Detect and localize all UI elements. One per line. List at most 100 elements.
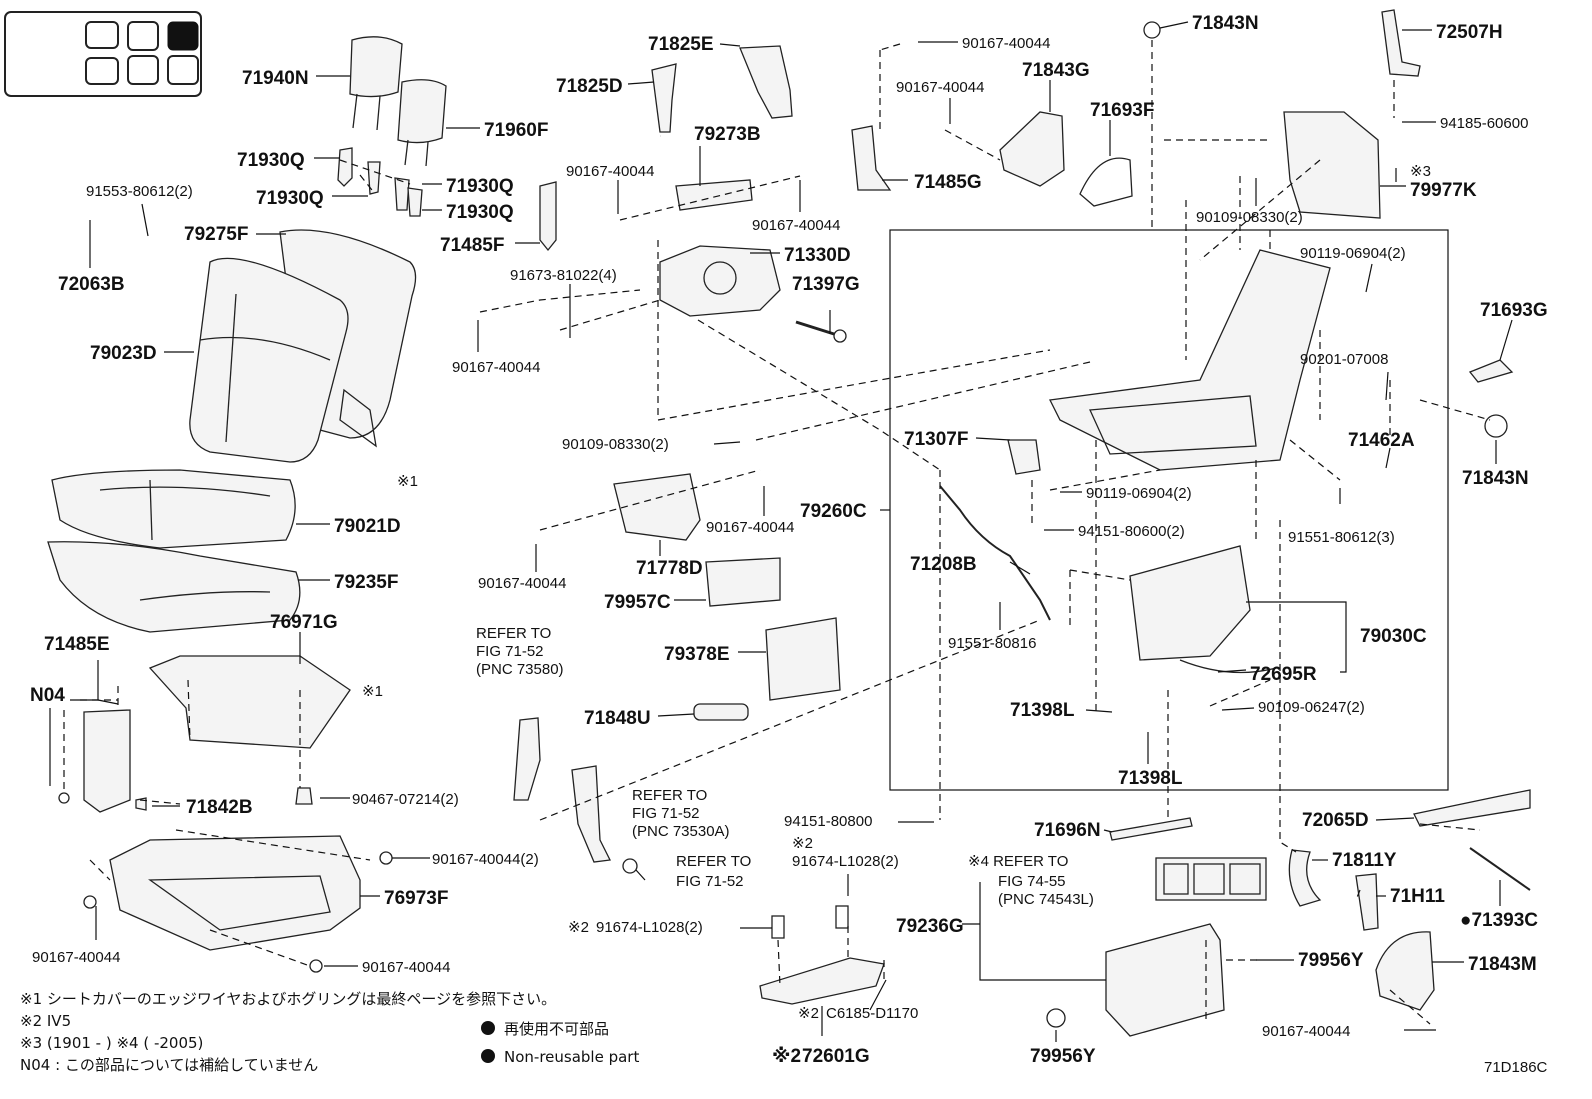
cover-79273B [675, 179, 753, 211]
refer-fig-71-52-a: REFER TO [476, 625, 551, 642]
label-71960F: 71960F [484, 120, 548, 141]
seat-cushion-under-76971G [148, 655, 351, 749]
label-90167-40044-2: 90167-40044(2) [432, 851, 539, 868]
label-90119-06904: 90119-06904(2) [1086, 485, 1192, 502]
part-labels: 71940N 71960F 71930Q 71930Q 71930Q 71930… [30, 13, 1548, 1067]
refer-fig-71-52-c: REFER TO [676, 853, 751, 870]
clip-71843N-top [1143, 21, 1161, 39]
label-71208B: 71208B [910, 554, 977, 575]
label-72063B: 72063B [58, 274, 125, 295]
bracket-72601G [759, 905, 885, 1005]
refer-fig-71-52-b: FIG 71-52 [632, 805, 700, 822]
label-90167-40044: 90167-40044 [362, 959, 450, 976]
label-91673-81022: 91673-81022(4) [510, 267, 617, 284]
label-90167-40044: 90167-40044 [32, 949, 120, 966]
label-71843M: 71843M [1468, 954, 1537, 975]
refer-fig-71-52-c: FIG 71-52 [676, 873, 744, 890]
rod-71696N [1109, 817, 1193, 841]
footnote-2: ※2 IV5 [20, 1012, 71, 1030]
non-reusable-bullet-icon [481, 1021, 495, 1035]
label-91674-L1028: 91674-L1028(2) [792, 853, 899, 870]
refer-fig-74-55: (PNC 74543L) [998, 891, 1094, 908]
bracket-71485F [539, 181, 557, 252]
label-91551-80816: 91551-80816 [948, 635, 1036, 652]
label-90167-40044: 90167-40044 [1262, 1023, 1350, 1040]
cover-71693G [1468, 359, 1514, 383]
cable-71208B [939, 485, 1051, 621]
bracket-71485E [58, 709, 313, 813]
label-90167-40044: 90167-40044 [962, 35, 1050, 52]
seatback-pad-79023D [189, 257, 349, 463]
legend-jp: 再使用不可部品 [504, 1020, 609, 1038]
label-71307F: 71307F [904, 429, 968, 450]
label-71825D: 71825D [556, 76, 623, 97]
refer-fig-74-55: FIG 74-55 [998, 873, 1066, 890]
star-note-1: ※1 [362, 683, 383, 700]
footnote-1: ※1 シートカバーのエッジワイヤおよびホグリングは最終ページを参照下さい。 [20, 990, 556, 1008]
label-91551-80612: 91551-80612(3) [1288, 529, 1395, 546]
label-79236G: 79236G [896, 916, 964, 937]
label-79260C: 79260C [800, 501, 867, 522]
label-76973F: 76973F [384, 888, 448, 909]
label-90167-40044: 90167-40044 [478, 575, 566, 592]
seat-cushion-79021D [51, 469, 296, 549]
cable-71393C [1469, 847, 1531, 891]
cover-71811Y [1288, 849, 1322, 907]
bracket-72507H [1381, 9, 1421, 77]
label-90167-40044: 90167-40044 [706, 519, 794, 536]
seat-position-icon [4, 11, 202, 97]
label-90109-06247: 90109-06247(2) [1258, 699, 1365, 716]
figure-code: 71D186C [1484, 1059, 1548, 1076]
footnote-3: ※3 (1901 - ) ※4 ( -2005) [20, 1034, 203, 1052]
clip-79956Y [1046, 1008, 1066, 1028]
cover-71693F [1079, 157, 1133, 207]
cover-71848U [693, 703, 749, 721]
label-71843N: 71843N [1462, 468, 1529, 489]
cover-79957C [705, 557, 781, 607]
seat-cushion-pad-79235F [47, 541, 301, 633]
star-note-1: ※1 [397, 473, 418, 490]
label-71330D: 71330D [784, 245, 851, 266]
label-71485F: 71485F [440, 235, 504, 256]
bracket-71307F [1007, 439, 1041, 475]
label-79275F: 79275F [184, 224, 248, 245]
label-79021D: 79021D [334, 516, 401, 537]
cover-71825D [651, 63, 677, 133]
label-79030C: 79030C [1360, 626, 1427, 647]
adjuster-79030C [1129, 545, 1277, 674]
label-71811Y: 71811Y [1332, 850, 1397, 871]
headrest-71960F [397, 79, 447, 167]
cover-71778D [613, 473, 701, 541]
label-71693F: 71693F [1090, 100, 1154, 121]
panel-79378E [765, 617, 841, 701]
label-79023D: 79023D [90, 343, 157, 364]
refer-fig-74-55: ※4 REFER TO [968, 853, 1068, 870]
label-72507H: 72507H [1436, 22, 1503, 43]
label-90167-40044: 90167-40044 [452, 359, 540, 376]
label-79977K: 79977K [1410, 180, 1477, 201]
star-note-3: ※3 [1410, 163, 1431, 180]
label-90119-06904: 90119-06904(2) [1300, 245, 1406, 262]
label-90201-07008: 90201-07008 [1300, 351, 1388, 368]
label-79378E: 79378E [664, 644, 730, 665]
label-71930Q: 71930Q [237, 150, 305, 171]
footnote-4: N04 : この部品については補給していません [20, 1056, 318, 1074]
label-71393C: ●71393C [1460, 910, 1538, 931]
seat-frame-79260C [1049, 249, 1331, 471]
label-72601G: 72601G [802, 1046, 870, 1067]
label-71842B: 71842B [186, 797, 253, 818]
seat-belt-73580 [513, 717, 541, 801]
back-board-79977K [1283, 111, 1381, 219]
dashed-connections [63, 40, 1491, 1025]
legend-en: Non-reusable part [504, 1048, 639, 1066]
label-79273B: 79273B [694, 124, 761, 145]
label-C6185-D1170: C6185-D1170 [826, 1005, 918, 1022]
label-94151-80800: 94151-80800 [784, 813, 872, 830]
label-71398L: 71398L [1010, 700, 1075, 721]
star-note-2: ※2 [792, 835, 813, 852]
cover-71825E [739, 45, 793, 119]
label-94185-60600: 94185-60600 [1440, 115, 1528, 132]
cover-71843M [1375, 931, 1435, 1011]
